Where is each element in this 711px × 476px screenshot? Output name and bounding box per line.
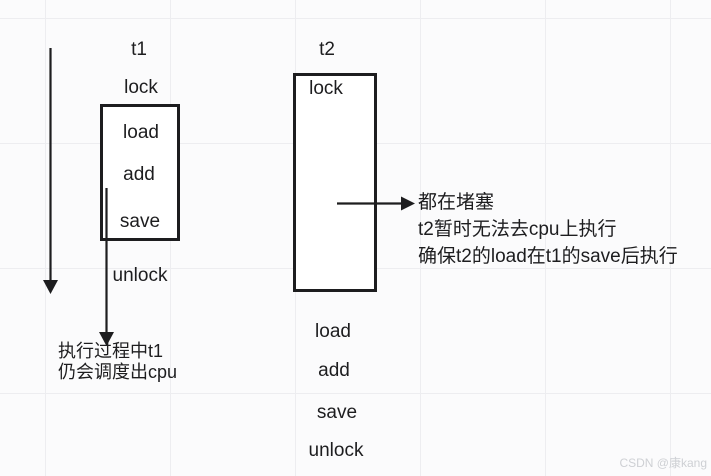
watermark: CSDN @康kang [619,456,707,470]
t1-add-step: add [123,164,155,185]
t1-critical-section-box [100,104,180,241]
t2-blocking-note-line3: 确保t2的load在t1的save后执行 [418,246,678,267]
t2-blocking-note: 都在堵塞 t2暂时无法去cpu上执行 确保t2的load在t1的save后执行 [418,189,678,270]
t1-lock-step: lock [124,77,158,98]
t1-schedule-note: 执行过程中t1 仍会调度出cpu [58,341,177,383]
t2-blocked-section-box [293,73,377,292]
t2-save-step: save [316,402,358,423]
t1-load-step: load [123,122,159,143]
t2-blocking-note-line2: t2暂时无法去cpu上执行 [418,219,617,240]
t2-lock-step: lock [309,78,343,99]
t2-thread-label: t2 [319,39,335,60]
t1-unlock-step: unlock [112,265,168,286]
t2-load-step: load [315,321,351,342]
t2-add-step: add [318,360,350,381]
t1-timeline-arrow [43,48,58,294]
t1-schedule-note-line2: 仍会调度出cpu [58,362,178,382]
t2-unlock-step: unlock [308,440,364,461]
t1-save-step: save [119,211,161,232]
t1-schedule-note-line1: 执行过程中t1 [58,341,164,361]
t1-thread-label: t1 [131,39,147,60]
t2-blocking-note-line1: 都在堵塞 [418,192,495,213]
